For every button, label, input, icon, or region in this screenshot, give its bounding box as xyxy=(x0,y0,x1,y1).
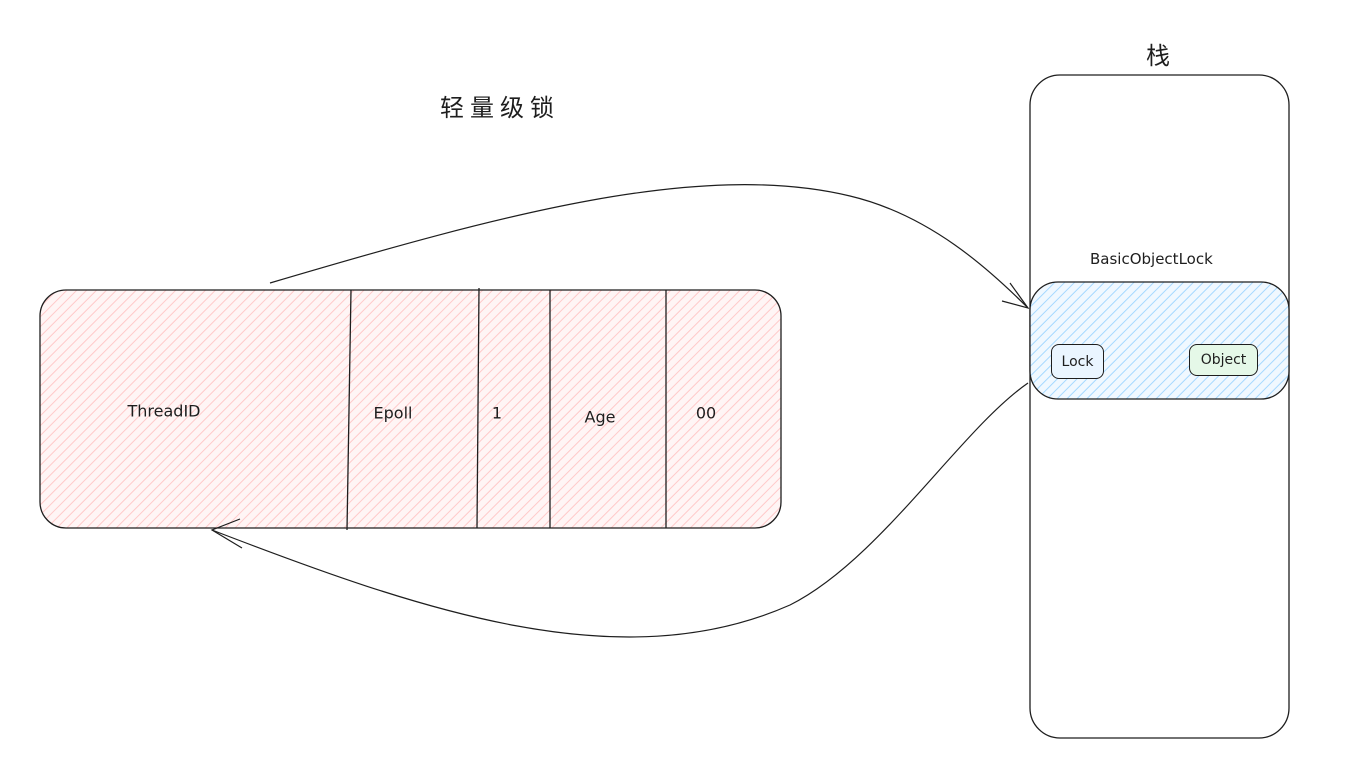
arrowhead-to-frame xyxy=(1001,282,1030,310)
arrowhead-to-markword xyxy=(210,518,243,549)
stack-label: 栈 xyxy=(1146,42,1170,70)
markword-box xyxy=(39,289,782,529)
arrow-frame-to-markword xyxy=(211,382,1029,638)
markword-field-biased-flag: 1 xyxy=(491,403,503,423)
stack-box xyxy=(1029,74,1290,739)
markword-divider xyxy=(476,287,480,529)
markword-field-epoll: Epoll xyxy=(373,403,413,423)
lock-field-label: Lock xyxy=(1061,353,1094,370)
markword-field-threadid: ThreadID xyxy=(127,401,201,421)
basic-object-lock-label: BasicObjectLock xyxy=(1090,250,1213,268)
arrow-markword-to-frame xyxy=(269,184,1029,309)
diagram-title: 轻量级锁 xyxy=(440,94,560,122)
basic-object-lock-box xyxy=(1029,281,1290,400)
object-field-label: Object xyxy=(1200,352,1247,368)
markword-field-lock-bits: 00 xyxy=(695,403,717,423)
markword-field-age: Age xyxy=(584,407,616,427)
object-field-box: Object xyxy=(1189,344,1258,376)
markword-divider xyxy=(346,289,352,531)
lock-field-box: Lock xyxy=(1051,344,1104,379)
